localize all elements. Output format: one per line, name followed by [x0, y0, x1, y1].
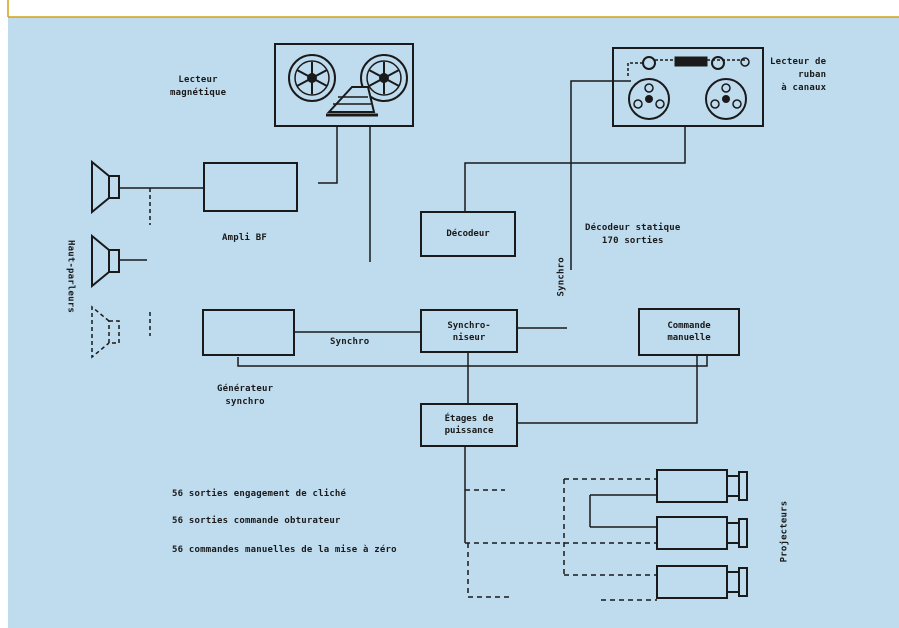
- decoder-label: Décodeur: [446, 229, 490, 239]
- amplifier-box: [203, 162, 298, 212]
- legend-line-1: 56 sorties engagement de cliché: [172, 489, 347, 499]
- tape-reader-label: Lecteur de ruban à canaux: [770, 57, 827, 93]
- synchronizer-box: [420, 309, 518, 353]
- tape-recorder-icon: [274, 43, 414, 127]
- speakers-label: Haut-parleurs: [65, 239, 76, 314]
- power-stage-label: Étages de puissance: [444, 414, 494, 436]
- projectors-label: Projecteurs: [779, 500, 790, 563]
- generator-label: Générateur synchro: [217, 384, 274, 407]
- synchronizer-label: Synchro- niseur: [447, 321, 491, 343]
- tape-recorder-label: Lecteur magnétique: [170, 75, 227, 98]
- legend-line-2: 56 sorties commande obturateur: [172, 516, 341, 526]
- static-decoder-label: Décodeur statique 170 sorties: [585, 223, 681, 246]
- power-stage-box: [420, 403, 518, 447]
- wires: [119, 80, 708, 601]
- manual-command-box: [638, 308, 740, 356]
- punched-tape-reader-icon: [612, 47, 764, 127]
- slide-projector-icon: [656, 469, 748, 599]
- loudspeaker-icon: [91, 159, 120, 359]
- synchro-line-label: Synchro: [330, 337, 370, 347]
- decoder-box: [420, 211, 516, 257]
- corner-accent: [7, 0, 899, 18]
- amplifier-label: Ampli BF: [222, 233, 267, 243]
- manual-command-label: Commande manuelle: [667, 321, 711, 343]
- generator-box: [202, 309, 295, 356]
- legend-line-3: 56 commandes manuelles de la mise à zéro: [172, 545, 397, 555]
- synchro-vertical-label: Synchro: [556, 257, 567, 297]
